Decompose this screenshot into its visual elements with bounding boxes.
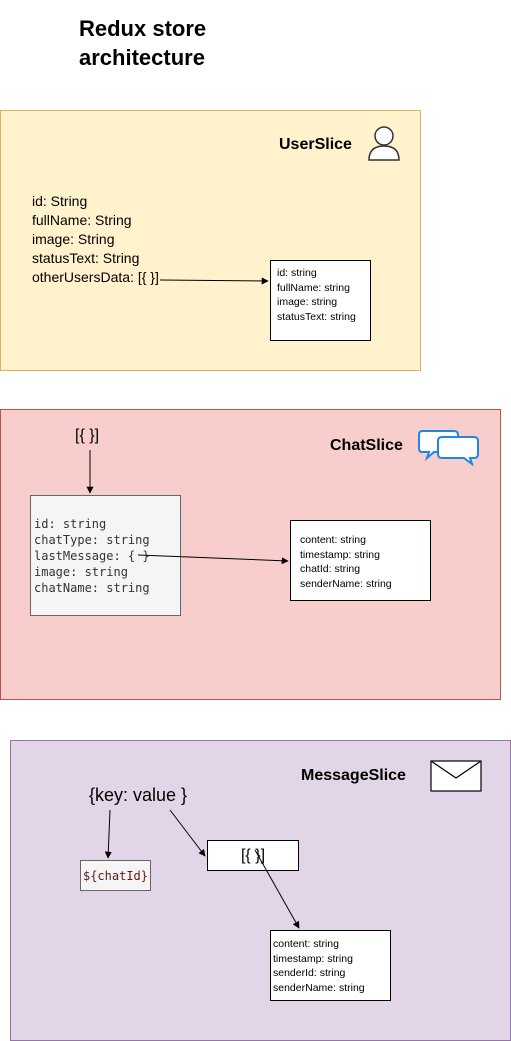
other-user-field: id: string: [277, 267, 317, 279]
chatid-key-box: ${chatId}: [80, 860, 151, 891]
chat-field: lastMessage: { }: [34, 549, 150, 563]
message-map-label: {key: value }: [89, 785, 188, 805]
chat-bubbles-icon: [418, 428, 480, 467]
user-field: fullName: String: [32, 212, 132, 228]
message-item-box: content: string timestamp: string sender…: [270, 930, 391, 1001]
message-field: senderId: string: [273, 967, 346, 979]
message-field: content: string: [273, 938, 339, 950]
message-field: timestamp: string: [273, 952, 353, 965]
other-user-field: image: string: [277, 296, 338, 308]
last-message-field: content: string: [300, 534, 366, 546]
diagram-title-line-2: architecture: [79, 45, 205, 70]
message-field: senderName: string: [273, 981, 365, 994]
envelope-icon: [430, 760, 482, 792]
other-user-field: fullName: string: [277, 281, 350, 294]
diagram-title-line-1: Redux store: [79, 16, 207, 41]
user-field: image: String: [32, 231, 115, 247]
user-fields: id: String fullName: String image: Strin…: [32, 192, 159, 287]
chat-field: id: string: [34, 517, 107, 531]
last-message-field: chatId: string: [300, 563, 361, 575]
other-user-box: id: string fullName: string image: strin…: [270, 260, 371, 341]
user-slice-title: UserSlice: [279, 136, 352, 153]
user-field: otherUsersData: [{ }]: [32, 269, 159, 285]
message-slice-title: MessageSlice: [301, 767, 406, 784]
diagram-title: Redux store architecture: [79, 14, 206, 72]
chat-array-label: [{ }]: [75, 427, 100, 444]
last-message-field: senderName: string: [300, 577, 392, 590]
arrow-array-to-message: [254, 849, 300, 929]
other-user-field: statusText: string: [277, 310, 356, 323]
arrow-other-users-data: [159, 277, 269, 285]
message-array-box: [{ }]: [207, 840, 299, 871]
last-message-box: content: string timestamp: string chatId…: [290, 520, 431, 601]
chat-slice-title: ChatSlice: [330, 437, 403, 454]
arrow-map-to-key: [104, 809, 112, 859]
arrow-last-message: [137, 554, 289, 565]
chat-field: chatName: string: [34, 581, 150, 595]
chat-field: image: string: [34, 565, 128, 579]
arrow-map-to-array: [169, 809, 206, 857]
chat-field: chatType: string: [34, 533, 150, 547]
user-field: id: String: [32, 193, 88, 209]
user-icon: [366, 124, 402, 162]
last-message-field: timestamp: string: [300, 548, 380, 561]
user-field: statusText: String: [32, 250, 140, 266]
